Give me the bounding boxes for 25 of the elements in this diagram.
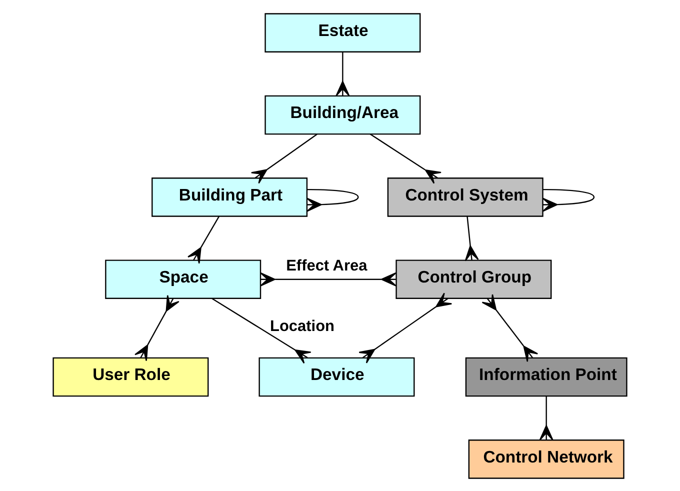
connector [464, 216, 479, 261]
connector [187, 216, 220, 264]
node-box: User Role [52, 356, 209, 396]
node-box: Estate [264, 12, 421, 52]
node-box: Space [105, 259, 262, 298]
connector [370, 133, 442, 184]
connector [134, 294, 180, 361]
connector [260, 272, 396, 286]
connector [539, 396, 554, 440]
node-box: Control System [387, 177, 544, 216]
connector [306, 188, 359, 212]
connector [358, 292, 452, 364]
connector [542, 188, 595, 212]
connector [482, 293, 538, 362]
node-box: Information Point [465, 356, 628, 396]
node-box: Building/Area [264, 94, 421, 134]
connector [336, 52, 350, 96]
connector [250, 133, 318, 184]
edge-label: Effect Area [286, 256, 368, 274]
node-box: Building Part [152, 177, 308, 216]
connector [212, 297, 312, 364]
edge-label: Location [270, 318, 334, 335]
node-box: Control Group [396, 259, 552, 298]
node-box: Device [258, 356, 415, 396]
node-box: Control Network [468, 439, 624, 478]
